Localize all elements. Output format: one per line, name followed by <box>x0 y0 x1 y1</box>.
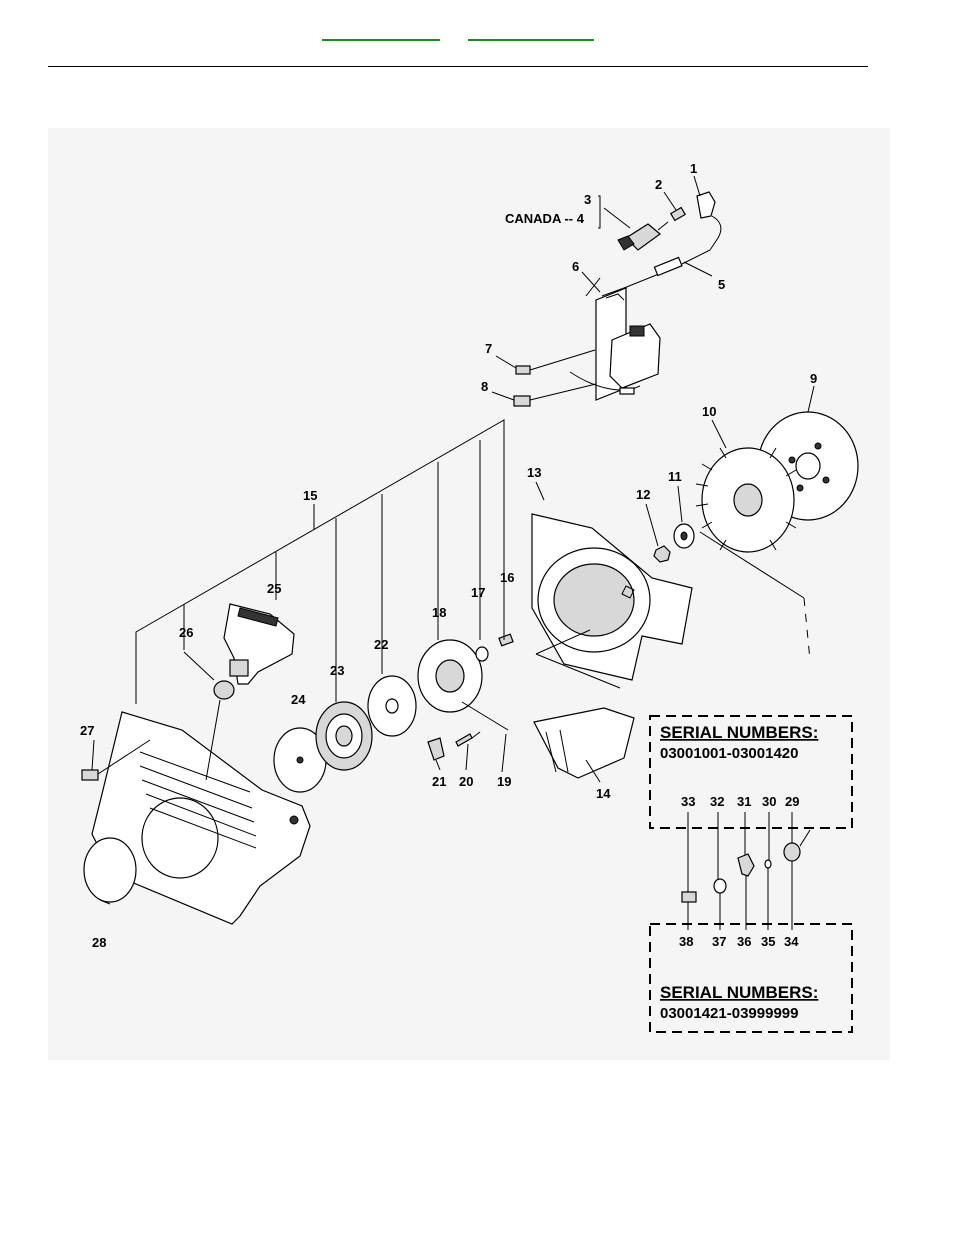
cover-screw-27 <box>81 739 151 781</box>
header-link-1[interactable] <box>322 39 440 41</box>
callout-4: CANADA -- 4 <box>505 211 585 226</box>
coil-screw-7 <box>515 349 596 375</box>
header-divider <box>48 66 868 67</box>
flywheel <box>695 447 797 553</box>
callout-14: 14 <box>596 786 611 801</box>
grip-insert-26 <box>213 680 235 700</box>
callout-2: 2 <box>655 177 662 192</box>
callout-6: 6 <box>572 259 579 274</box>
callout-30: 30 <box>762 794 776 809</box>
callout-20: 20 <box>459 774 473 789</box>
coil-screw-8 <box>513 383 597 407</box>
callout-36: 36 <box>737 934 751 949</box>
callout-19: 19 <box>497 774 511 789</box>
pawl-21 <box>427 737 445 761</box>
rope-pulley-18 <box>417 639 509 731</box>
callout-23: 23 <box>330 663 344 678</box>
callout-9: 9 <box>810 371 817 386</box>
callout-16: 16 <box>500 570 514 585</box>
ignition-coil <box>569 287 661 401</box>
spark-plug-boot <box>696 191 722 251</box>
callout-17: 17 <box>471 585 485 600</box>
spring-cover-22 <box>367 675 417 737</box>
rubber-seal-28 <box>83 837 137 903</box>
callout-5: 5 <box>718 277 725 292</box>
air-guide <box>533 707 635 779</box>
starter-grip <box>223 603 295 685</box>
starter-cover <box>91 711 311 925</box>
serial-parts-row <box>681 812 811 930</box>
callout-18: 18 <box>432 605 446 620</box>
callout-24: 24 <box>291 692 306 707</box>
hv-cable <box>601 249 711 297</box>
fan-housing <box>531 513 693 681</box>
callout-38: 38 <box>679 934 693 949</box>
callout-35: 35 <box>761 934 775 949</box>
washer-37 <box>713 878 727 894</box>
ring-35 <box>764 859 772 869</box>
nut-12 <box>653 545 671 563</box>
callout-29: 29 <box>785 794 799 809</box>
screw-16 <box>498 633 514 647</box>
callout-3: 3 <box>584 192 591 207</box>
pawl-36 <box>737 853 755 877</box>
washer-17 <box>475 646 489 662</box>
callout-15: 15 <box>303 488 317 503</box>
serial-box-bottom-title: SERIAL NUMBERS: <box>660 983 818 1002</box>
callout-27: 27 <box>80 723 94 738</box>
callout-13: 13 <box>527 465 541 480</box>
nut-34 <box>783 842 801 862</box>
callout-10: 10 <box>702 404 716 419</box>
leader-lines <box>91 175 815 905</box>
screw-20 <box>455 731 481 747</box>
serial-box-top <box>649 715 853 829</box>
serial-box-top-title: SERIAL NUMBERS: <box>660 723 818 742</box>
callout-21: 21 <box>432 774 446 789</box>
serial-box-top-range: 03001001-03001420 <box>660 745 798 762</box>
callout-32: 32 <box>710 794 724 809</box>
callout-11: 11 <box>668 469 682 484</box>
spark-plug-terminal <box>669 206 687 222</box>
serial-box-bottom <box>649 923 853 1033</box>
callout-22: 22 <box>374 637 388 652</box>
callout-25: 25 <box>267 581 281 596</box>
callout-28: 28 <box>92 935 106 950</box>
callout-33: 33 <box>681 794 695 809</box>
callout-34: 34 <box>784 934 799 949</box>
callout-7: 7 <box>485 341 492 356</box>
callout-1: 1 <box>690 161 697 176</box>
callout-37: 37 <box>712 934 726 949</box>
callout-12: 12 <box>636 487 650 502</box>
callout-31: 31 <box>737 794 751 809</box>
header-link-2[interactable] <box>468 39 594 41</box>
callout-8: 8 <box>481 379 488 394</box>
spark-plug <box>617 221 669 251</box>
callout-26: 26 <box>179 625 193 640</box>
serial-box-bottom-range: 03001421-03999999 <box>660 1005 798 1022</box>
assembly-bracket-lines <box>135 277 811 781</box>
starter-spring-23 <box>315 701 373 771</box>
washer-11 <box>673 523 695 549</box>
bolt-38 <box>681 891 697 903</box>
